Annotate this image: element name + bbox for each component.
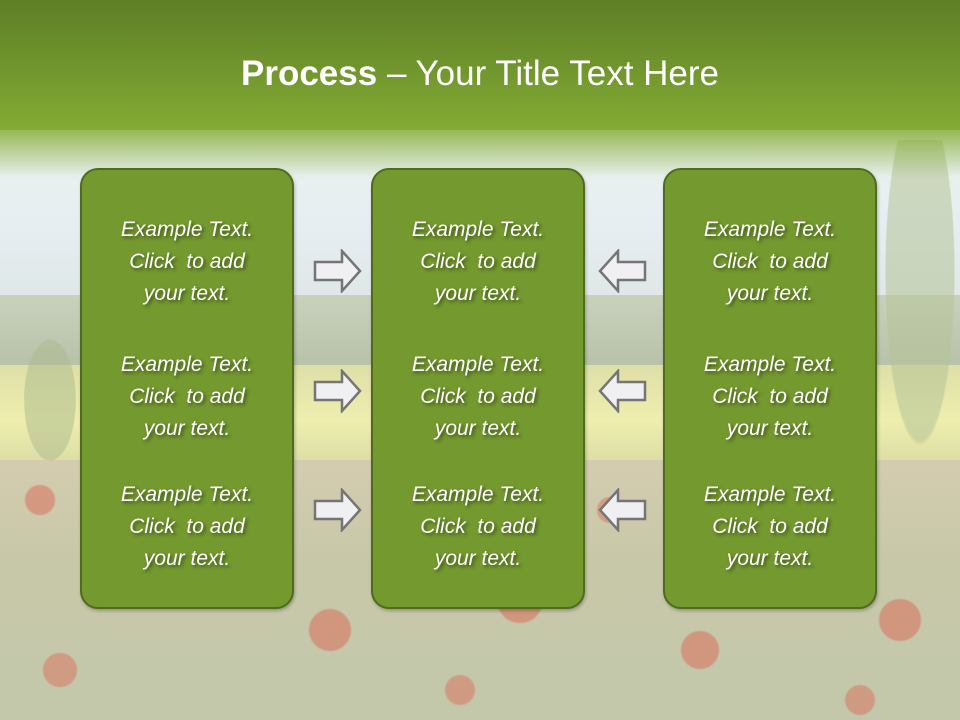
text-placeholder[interactable]: Example Text. Click to add your text. [665, 214, 875, 310]
placeholder-line: Example Text. [120, 218, 254, 241]
text-placeholder[interactable]: Example Text. Click to add your text. [82, 214, 292, 310]
placeholder-line: Click to add [420, 515, 536, 538]
placeholder-line: your text. [143, 547, 231, 570]
placeholder-line: your text. [434, 417, 522, 440]
placeholder-line: your text. [434, 547, 522, 570]
process-box-3[interactable]: Example Text. Click to add your text. Ex… [663, 168, 877, 609]
placeholder-line: Click to add [712, 385, 828, 408]
placeholder-line: Click to add [420, 385, 536, 408]
right-arrow-icon[interactable] [313, 369, 363, 413]
background-tree [20, 330, 80, 470]
placeholder-line: Example Text. [120, 483, 254, 506]
slide-title-rest: – Your Title Text Here [377, 54, 719, 93]
placeholder-line: your text. [726, 417, 814, 440]
placeholder-line: Click to add [129, 250, 245, 273]
left-arrow-icon[interactable] [597, 488, 647, 532]
placeholder-line: Click to add [712, 250, 828, 273]
placeholder-line: Click to add [129, 515, 245, 538]
placeholder-line: Example Text. [703, 218, 837, 241]
placeholder-line: your text. [726, 282, 814, 305]
left-arrow-icon[interactable] [597, 249, 647, 293]
process-box-1[interactable]: Example Text. Click to add your text. Ex… [80, 168, 294, 609]
placeholder-line: Example Text. [703, 483, 837, 506]
right-arrow-icon[interactable] [313, 488, 363, 532]
left-arrow-icon[interactable] [597, 369, 647, 413]
text-placeholder[interactable]: Example Text. Click to add your text. [82, 479, 292, 575]
placeholder-line: your text. [143, 282, 231, 305]
right-arrow-icon[interactable] [313, 249, 363, 293]
placeholder-line: Example Text. [703, 353, 837, 376]
placeholder-line: Click to add [712, 515, 828, 538]
placeholder-line: your text. [143, 417, 231, 440]
placeholder-line: your text. [726, 547, 814, 570]
placeholder-line: Example Text. [411, 218, 545, 241]
text-placeholder[interactable]: Example Text. Click to add your text. [82, 349, 292, 445]
placeholder-line: Click to add [420, 250, 536, 273]
text-placeholder[interactable]: Example Text. Click to add your text. [665, 479, 875, 575]
placeholder-line: your text. [434, 282, 522, 305]
text-placeholder[interactable]: Example Text. Click to add your text. [373, 349, 583, 445]
text-placeholder[interactable]: Example Text. Click to add your text. [373, 479, 583, 575]
placeholder-line: Example Text. [411, 483, 545, 506]
slide-title[interactable]: Process – Your Title Text Here [0, 52, 960, 96]
slide-title-bold: Process [241, 54, 378, 93]
title-banner [0, 0, 960, 130]
process-box-2[interactable]: Example Text. Click to add your text. Ex… [371, 168, 585, 609]
placeholder-line: Click to add [129, 385, 245, 408]
text-placeholder[interactable]: Example Text. Click to add your text. [373, 214, 583, 310]
placeholder-line: Example Text. [411, 353, 545, 376]
placeholder-line: Example Text. [120, 353, 254, 376]
background-tree [880, 140, 960, 470]
text-placeholder[interactable]: Example Text. Click to add your text. [665, 349, 875, 445]
